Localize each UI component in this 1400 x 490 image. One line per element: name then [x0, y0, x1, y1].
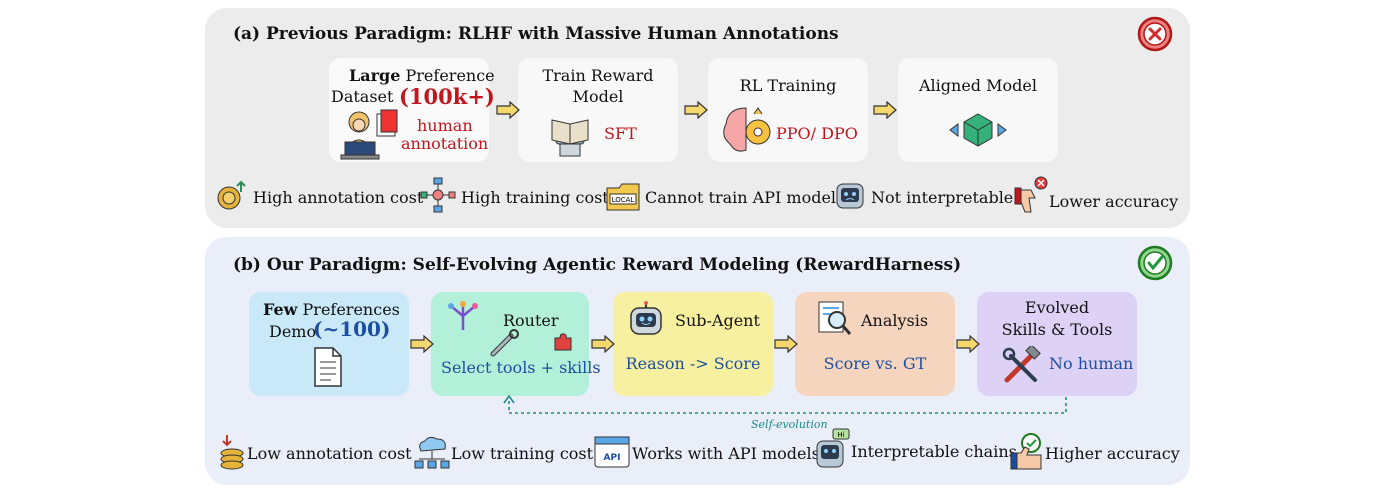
panel-a-title: (a) Previous Paradigm: RLHF with Massive…: [233, 24, 839, 44]
router-branches-icon: [448, 301, 478, 330]
router-line1: Router: [503, 311, 559, 330]
brain-gear-icon: [723, 107, 771, 152]
arrow-right-icon: [956, 335, 980, 353]
talking-robot-icon: Hi: [816, 428, 850, 468]
arrow-right-icon: [684, 101, 708, 119]
rl-ppo-dpo: PPO/ DPO: [776, 124, 858, 143]
box-evolved-skills: Evolved Skills & Tools No human: [977, 292, 1137, 396]
wrench-icon: [490, 329, 519, 357]
cost-a-4: Not interpretable: [871, 188, 1014, 207]
cost-b-1: Low annotation cost: [247, 444, 412, 463]
dataset-line2: Dataset: [331, 87, 394, 106]
aligned-line1: Aligned Model: [919, 76, 1037, 95]
evolved-tag: No human: [1049, 354, 1134, 373]
cost-b-3: Works with API models: [632, 444, 820, 463]
api-label: API: [604, 453, 621, 463]
dataset-line1: Preference: [405, 66, 495, 85]
analysis-tag: Score vs. GT: [823, 354, 927, 373]
arrow-right-icon: [591, 335, 615, 353]
cost-a-5: Lower accuracy: [1049, 192, 1179, 211]
robot-head-icon: [630, 301, 662, 335]
box-rl-training: RL Training PPO/ DPO: [708, 58, 868, 162]
thumbs-down-icon: [1014, 176, 1048, 213]
dataset-title-line1: Large Preference: [349, 66, 495, 85]
few-size: (~100): [313, 317, 391, 341]
reward-line2: Model: [572, 87, 624, 106]
few-title-line1: Few Preferences: [263, 300, 400, 319]
subagent-tag: Reason -> Score: [625, 354, 761, 373]
cost-a-3: Cannot train API models: [645, 188, 845, 207]
cost-a-2: High training cost: [461, 188, 609, 207]
few-line2: Demo: [269, 322, 317, 341]
analysis-line1: Analysis: [861, 311, 929, 330]
few-line1: Preferences: [302, 300, 400, 319]
router-tag: Select tools + skills: [441, 358, 601, 377]
self-evolution-loop-arrow: [503, 395, 1067, 414]
network-training-icon: [420, 177, 456, 213]
cross-badge-icon: [1137, 16, 1173, 52]
box-train-reward-model: Train Reward Model SFT: [518, 58, 678, 162]
panel-our-paradigm: (b) Our Paradigm: Self-Evolving Agentic …: [205, 237, 1190, 485]
coins-cost-icon: [217, 180, 246, 210]
cost-b-5: Higher accuracy: [1045, 444, 1180, 463]
analysis-magnifier-icon: [818, 301, 852, 335]
arrow-right-icon: [496, 101, 520, 119]
dataset-size: (100k+): [399, 84, 495, 109]
cost-a-1: High annotation cost: [253, 188, 424, 207]
annotator-laptop-icon: [340, 109, 398, 160]
tools-icon: [1002, 346, 1041, 383]
panel-previous-paradigm: (a) Previous Paradigm: RLHF with Massive…: [205, 8, 1190, 228]
document-icon: [314, 347, 342, 387]
box-few-preferences: Few Preferences Demo (~100): [249, 292, 409, 396]
box-router: Router Select tools + skills: [431, 292, 601, 396]
arrow-right-icon: [873, 101, 897, 119]
few-bold: Few: [263, 300, 298, 319]
cost-b-2: Low training cost: [451, 444, 594, 463]
box-large-dataset: Large Preference Dataset (100k+) human a…: [329, 58, 495, 162]
box-sub-agent: Sub-Agent Reason -> Score: [613, 292, 773, 396]
dataset-annotation: annotation: [401, 134, 489, 153]
robot-reading-icon: [551, 119, 589, 157]
sad-robot-icon: [836, 183, 864, 209]
reward-line1: Train Reward: [542, 66, 654, 85]
hi-label: Hi: [837, 431, 844, 439]
reward-sft: SFT: [604, 124, 637, 143]
thumbs-up-icon: [1010, 433, 1042, 470]
arrow-right-icon: [410, 335, 434, 353]
evolved-line2: Skills & Tools: [1001, 320, 1113, 339]
box-analysis: Analysis Score vs. GT: [795, 292, 955, 396]
arrow-right-icon: [774, 335, 798, 353]
api-window-icon: API: [594, 436, 630, 468]
evolved-line1: Evolved: [1024, 298, 1090, 317]
panel-b-title: (b) Our Paradigm: Self-Evolving Agentic …: [233, 255, 962, 275]
cloud-network-icon: [414, 436, 450, 469]
check-badge-icon: [1137, 245, 1173, 281]
self-evolution-label: Self-evolution: [751, 418, 828, 431]
local-folder-icon: LOCAL: [606, 183, 640, 211]
dataset-bold: Large: [349, 66, 401, 85]
cost-b-4: Interpretable chains: [851, 442, 1017, 461]
subagent-line1: Sub-Agent: [675, 311, 760, 330]
coins-down-icon: [220, 435, 244, 470]
local-label: LOCAL: [612, 196, 635, 204]
puzzle-piece-icon: [554, 333, 572, 351]
dataset-human: human: [417, 116, 473, 135]
cube-network-icon: [949, 113, 1007, 147]
box-aligned-model: Aligned Model: [898, 58, 1058, 162]
rl-line1: RL Training: [739, 76, 837, 95]
